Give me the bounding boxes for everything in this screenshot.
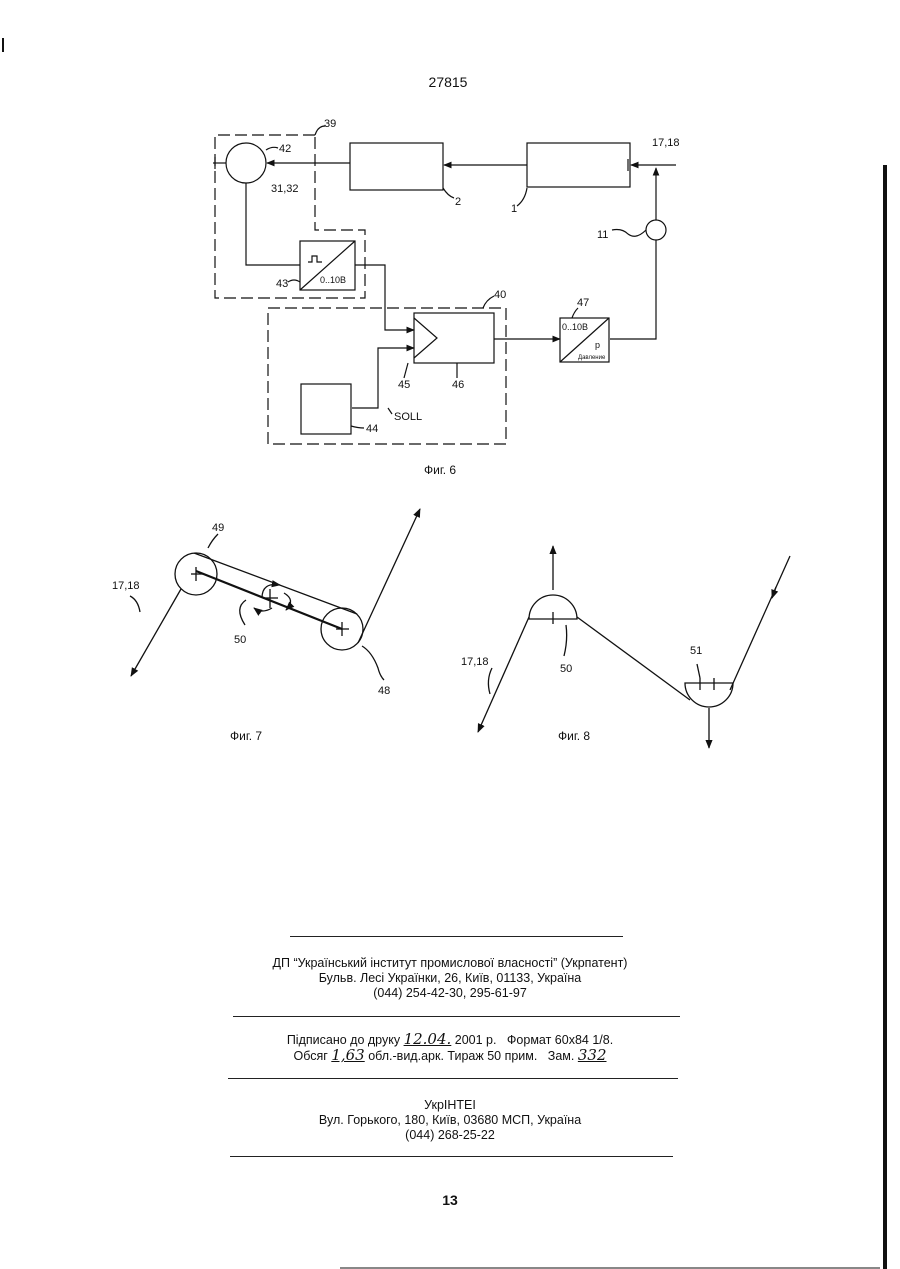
fig6-label-47: 47 [577,297,589,309]
fig8-shoe-diagram [478,546,790,748]
printer-phone: (044) 268-25-22 [200,1128,700,1143]
signed-year: 2001 р. [455,1033,497,1047]
volume-line: Обсяг 1,63 обл.-вид.арк. Тираж 50 прим. … [200,1048,700,1064]
fig8-caption: Фиг. 8 [558,729,590,743]
publisher-phone: (044) 254-42-30, 295-61-97 [200,986,700,1001]
publisher-address: Бульв. Лесі Українки, 26, Київ, 01133, У… [200,971,700,986]
fig6-converter-47-name: Давление [578,355,606,361]
fig7-label-49: 49 [212,522,224,534]
fig6-label-31-32: 31,32 [271,183,299,195]
publisher-name: ДП “Український інститут промислової вла… [200,956,700,971]
fig6-label-1: 1 [511,203,517,215]
publisher-block: ДП “Український інститут промислової вла… [200,956,700,1001]
order-handwritten: 332 [578,1046,607,1064]
fig6-converter-47-p: p [595,340,600,350]
fig6-label-46: 46 [452,379,464,391]
fig8-label-51: 51 [690,645,702,657]
fig7-caption: Фиг. 7 [230,729,262,743]
print-details: Підписано до друку 12.04. 2001 р. Формат… [200,1032,700,1064]
signed-date-handwritten: 12.04. [404,1030,452,1048]
fig6-label-11: 11 [597,229,608,241]
fig6-label-39: 39 [324,118,336,130]
volume-prefix: Обсяг [294,1049,328,1063]
signed-line: Підписано до друку 12.04. 2001 р. Формат… [200,1032,700,1048]
fig6-label-43: 43 [276,278,288,290]
volume-suffix: обл.-вид.арк. [368,1049,444,1063]
fig8-label-50: 50 [560,663,572,675]
fig8-label-17-18: 17,18 [461,656,489,668]
fig7-roller-diagram [130,509,420,680]
fig6-converter-range: 0..10В [320,275,346,285]
fig6-label-2: 2 [455,196,461,208]
fig6-label-soll: SOLL [394,411,422,423]
page-number: 13 [425,1192,475,1208]
signed-prefix: Підписано до друку [287,1033,400,1047]
fig6-label-45: 45 [398,379,410,391]
volume-handwritten: 1,63 [331,1046,364,1064]
fig6-converter-47-range: 0..10В [562,322,588,332]
printer-name: УкрІНТЕІ [200,1098,700,1113]
fig7-label-17-18: 17,18 [112,580,140,592]
paper-format: Формат 60х84 1/8. [507,1033,613,1047]
fig7-label-50: 50 [234,634,246,646]
print-run: Тираж 50 прим. [447,1049,537,1063]
fig6-label-40: 40 [494,289,506,301]
fig7-label-48: 48 [378,685,390,697]
printer-block: УкрІНТЕІ Вул. Горького, 180, Київ, 03680… [200,1098,700,1143]
fig6-caption: Фиг. 6 [424,463,456,477]
printer-address: Вул. Горького, 180, Київ, 03680 МСП, Укр… [200,1113,700,1128]
fig6-label-17-18: 17,18 [652,137,680,149]
fig6-label-42: 42 [279,143,291,155]
order-prefix: Зам. [548,1049,575,1063]
fig6-label-44: 44 [366,423,378,435]
